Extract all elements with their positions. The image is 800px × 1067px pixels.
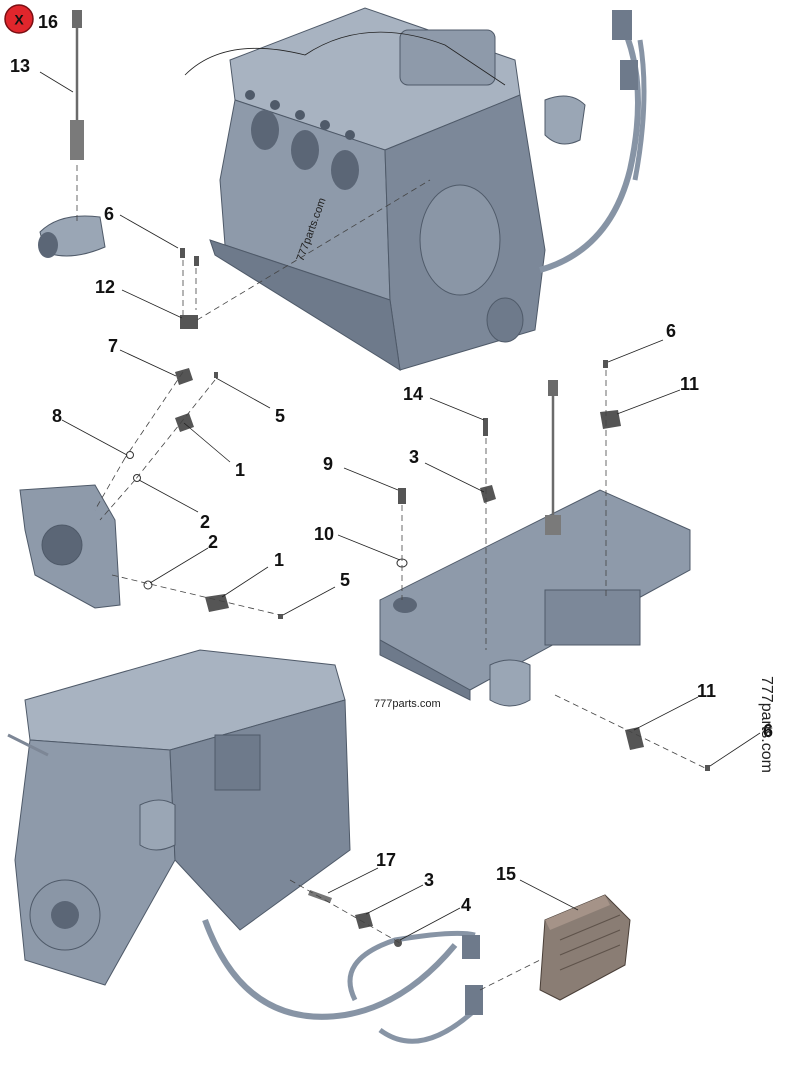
engine-block-bottom	[7, 649, 483, 1044]
oring-8	[126, 451, 134, 459]
sensor-7	[175, 368, 193, 385]
badge-number: 16	[38, 12, 58, 32]
alignment-lines	[76, 165, 706, 991]
oring-2-bottom	[143, 580, 153, 590]
bolt-5-top	[214, 372, 218, 378]
callout-5b: 5	[340, 570, 350, 590]
sensor-9	[398, 488, 406, 504]
callout-6-right: 6	[666, 321, 676, 341]
callout-5: 5	[275, 406, 285, 426]
x-circle-icon[interactable]: X	[4, 4, 34, 34]
callout-8: 8	[52, 406, 62, 426]
bolt-6-right	[603, 360, 608, 368]
callout-7: 7	[108, 336, 118, 356]
callout-4: 4	[461, 895, 471, 915]
callout-15: 15	[496, 864, 516, 884]
callout-9: 9	[323, 454, 333, 474]
bolt-5-bottom	[278, 614, 283, 619]
callout-14: 14	[403, 384, 423, 404]
leader-lines	[39, 71, 761, 941]
callout-17: 17	[376, 850, 396, 870]
temperature-probe-13	[70, 10, 84, 160]
callout-1b: 1	[274, 550, 284, 570]
stud-17	[308, 890, 332, 903]
callout-12: 12	[95, 277, 115, 297]
oring-2-top	[133, 474, 141, 482]
engine-control-module	[539, 894, 631, 1001]
sensor-3-top	[480, 485, 496, 503]
intake-connection	[38, 215, 106, 258]
callout-3: 3	[409, 447, 419, 467]
callout-11b: 11	[697, 681, 716, 701]
callout-6: 6	[104, 204, 114, 224]
sensor-11-bottom	[625, 727, 644, 750]
front-gear-cover	[19, 484, 121, 609]
sensor-11-top	[600, 410, 621, 429]
callout-10: 10	[314, 524, 334, 544]
sensor-parts	[126, 248, 710, 947]
watermark: 777parts.com	[758, 676, 775, 773]
bolt-6-bottom	[705, 765, 710, 771]
callout-13: 13	[10, 56, 30, 76]
intake-manifold	[379, 380, 691, 707]
callout-11: 11	[680, 374, 699, 394]
bolt-14	[483, 418, 488, 436]
callout-1: 1	[235, 460, 245, 480]
callout-2: 2	[200, 512, 210, 532]
callout-2b: 2	[208, 532, 218, 552]
sensor-12	[180, 315, 198, 329]
callout-6-bottom: 6	[763, 721, 773, 741]
callout-labels: 13 6 12 7 5 8 1 2 2 1 5 6 11 14 9 3 10 1…	[10, 56, 773, 915]
engine-block-top	[184, 7, 647, 371]
badge-symbol: X	[14, 12, 24, 28]
callout-3b: 3	[424, 870, 434, 890]
sensor-1-bottom	[205, 594, 229, 612]
watermark: 777parts.com	[374, 698, 441, 710]
bolt-6	[180, 248, 185, 258]
